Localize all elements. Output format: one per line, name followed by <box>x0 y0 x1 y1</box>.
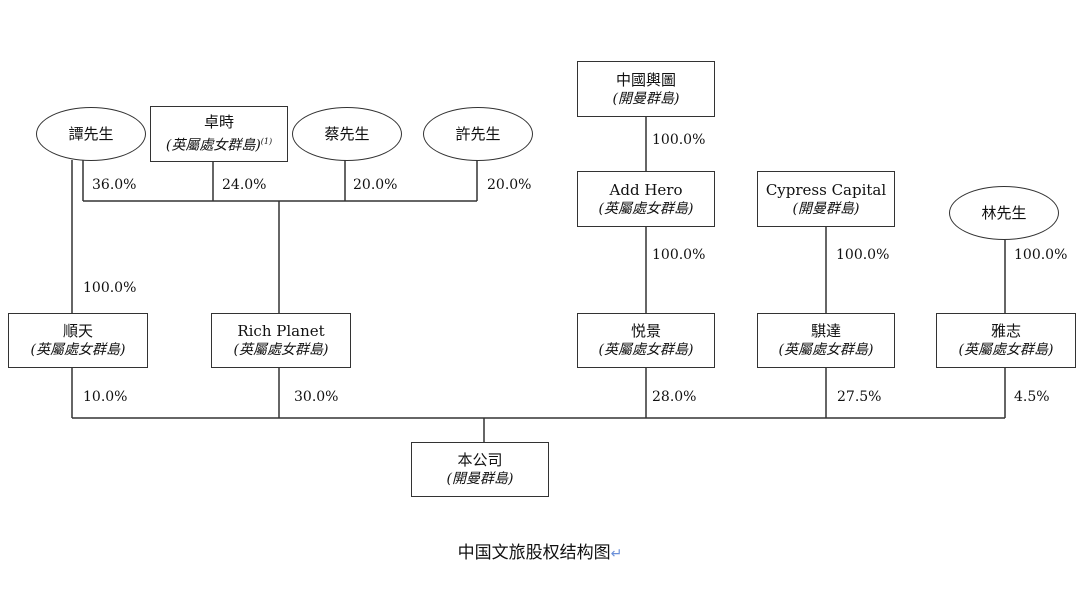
node-xu: 許先生 <box>423 107 533 161</box>
node-zhuoshi-name: 卓時 <box>203 113 234 132</box>
node-yazhi-jurisdiction: (英屬處女群島) <box>958 342 1054 358</box>
pct-xu-richplanet: 20.0% <box>487 177 532 193</box>
node-lin-name: 林先生 <box>981 204 1027 222</box>
node-yuejing-jurisdiction: (英屬處女群島) <box>598 342 694 358</box>
node-richplanet: Rich Planet (英屬處女群島) <box>211 313 351 368</box>
node-xu-name: 許先生 <box>455 125 501 143</box>
node-zhuoshi-jurisdiction: (英屬處女群島) <box>165 137 261 154</box>
node-cypress-jurisdiction: (開曼群島) <box>792 200 860 217</box>
pct-addhero-yuejing: 100.0% <box>652 247 706 263</box>
node-yuejing: 悦景 (英屬處女群島) <box>577 313 715 368</box>
node-zhuoshi: 卓時 (英屬處女群島)(1) <box>150 106 288 162</box>
pct-richplanet-company: 30.0% <box>294 389 339 405</box>
pct-shuntian-company: 10.0% <box>83 389 128 405</box>
caption-text: 中国文旅股权结构图 <box>457 543 611 563</box>
node-zhongguo: 中國輿圖 (開曼群島) <box>577 61 715 117</box>
node-addhero-name: Add Hero <box>609 180 683 199</box>
node-company-name: 本公司 <box>457 451 503 469</box>
node-company-jurisdiction: (開曼群島) <box>446 471 514 487</box>
pct-tan-shuntian: 100.0% <box>83 280 137 296</box>
node-richplanet-jurisdiction: (英屬處女群島) <box>233 342 329 358</box>
pct-lin-yazhi: 100.0% <box>1014 247 1068 263</box>
node-yuejing-name: 悦景 <box>630 322 661 340</box>
pct-qida-company: 27.5% <box>837 389 882 405</box>
pct-tan-richplanet: 36.0% <box>92 177 137 193</box>
node-cypress-name: Cypress Capital <box>765 180 887 199</box>
node-lin: 林先生 <box>949 186 1059 240</box>
node-richplanet-name: Rich Planet <box>237 322 325 340</box>
node-addhero-jurisdiction: (英屬處女群島) <box>598 200 694 217</box>
node-qida: 騏達 (英屬處女群島) <box>757 313 895 368</box>
node-zhongguo-jurisdiction: (開曼群島) <box>612 90 680 107</box>
pct-cai-richplanet: 20.0% <box>353 177 398 193</box>
node-cypress: Cypress Capital (開曼群島) <box>757 171 895 227</box>
node-zhongguo-name: 中國輿圖 <box>615 70 676 89</box>
node-zhuoshi-note: (1) <box>260 137 273 147</box>
pct-zhuoshi-richplanet: 24.0% <box>222 177 267 193</box>
node-shuntian-jurisdiction: (英屬處女群島) <box>30 342 126 358</box>
node-tan-name: 譚先生 <box>68 125 114 143</box>
node-cai-name: 蔡先生 <box>324 125 370 143</box>
node-yazhi-name: 雅志 <box>990 322 1021 340</box>
node-company: 本公司 (開曼群島) <box>411 442 549 497</box>
pct-zhongguo-addhero: 100.0% <box>652 132 706 148</box>
pct-cypress-qida: 100.0% <box>836 247 890 263</box>
node-qida-name: 騏達 <box>810 322 841 340</box>
figure-caption: 中国文旅股权结构图↵ <box>0 538 1080 563</box>
node-shuntian-name: 順天 <box>62 322 93 340</box>
pct-yazhi-company: 4.5% <box>1014 389 1050 405</box>
node-cai: 蔡先生 <box>292 107 402 161</box>
node-yazhi: 雅志 (英屬處女群島) <box>936 313 1076 368</box>
node-addhero: Add Hero (英屬處女群島) <box>577 171 715 227</box>
pct-yuejing-company: 28.0% <box>652 389 697 405</box>
node-zhuoshi-jurisdiction-line: (英屬處女群島)(1) <box>166 132 272 156</box>
node-shuntian: 順天 (英屬處女群島) <box>8 313 148 368</box>
node-qida-jurisdiction: (英屬處女群島) <box>778 342 874 358</box>
return-mark-icon: ↵ <box>610 546 623 562</box>
node-tan: 譚先生 <box>36 107 146 161</box>
